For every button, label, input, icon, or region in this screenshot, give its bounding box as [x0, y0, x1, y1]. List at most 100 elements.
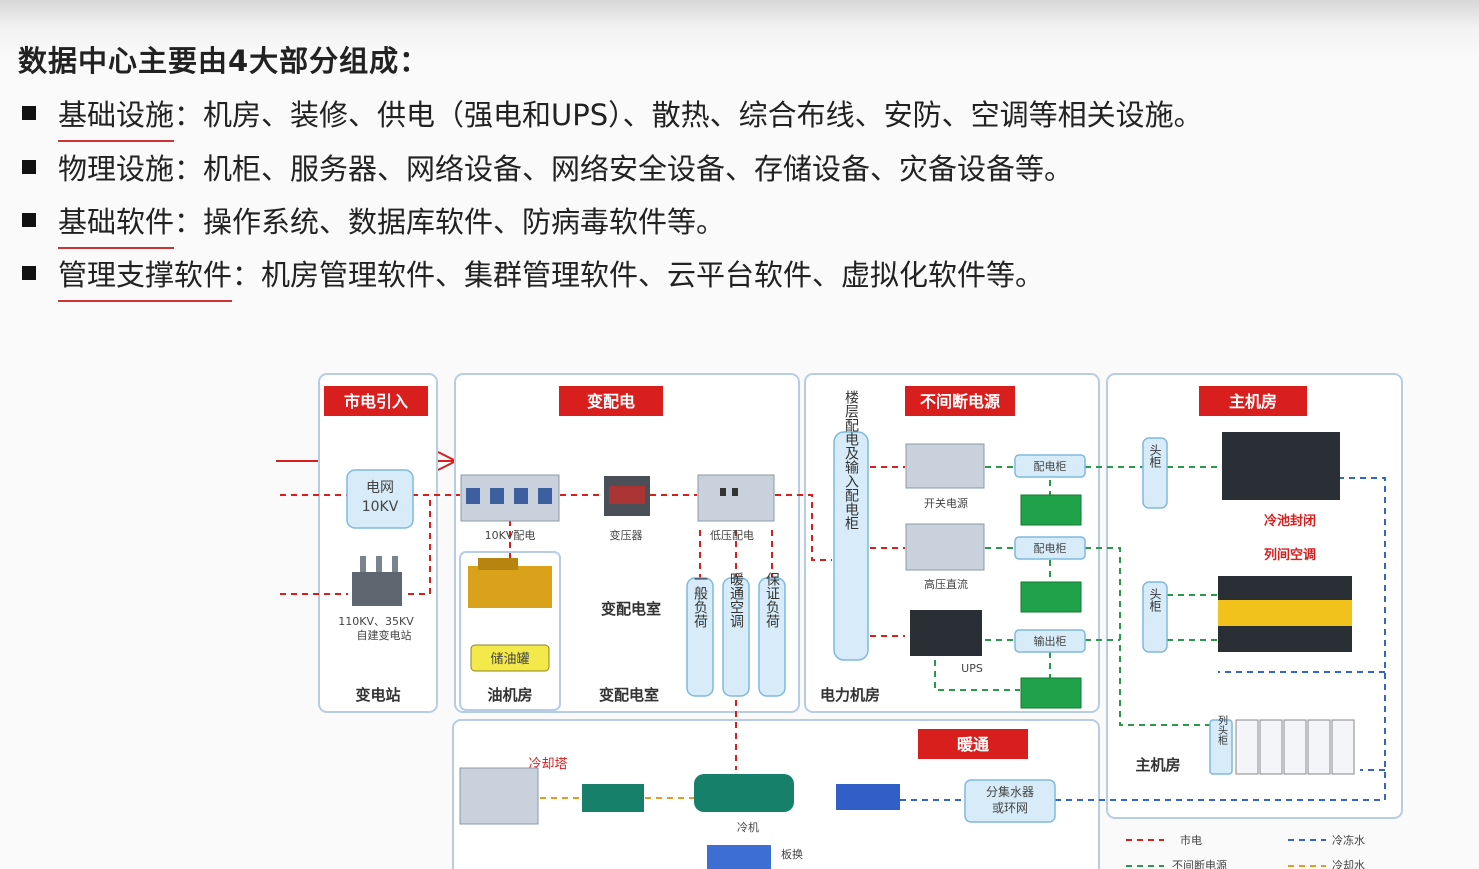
mains-line: [280, 494, 832, 561]
legend-mains: 市电: [1180, 833, 1202, 847]
cabinet-feeds: [870, 466, 905, 637]
dist-room-mid-label: 变配电室: [601, 600, 661, 618]
tag-hvac-text: 暖通: [957, 735, 989, 754]
substation-spec-1: 110KV、35KV: [338, 615, 414, 628]
ups-icon: [910, 610, 982, 656]
substation-label: 变电站: [355, 686, 400, 704]
transformer-icon: [352, 556, 402, 606]
head-cab-2-label: 头柜: [1148, 588, 1162, 612]
load-hvac-box: [722, 577, 750, 697]
chiller-icon: [694, 774, 794, 812]
load-hvac-label: 暖通空调: [728, 572, 744, 628]
hv-dc-icon: [905, 523, 985, 571]
bullet-text: ：机房、装修、供电（强电和UPS）、散热、综合布线、安防、空调等相关设施。: [174, 98, 1203, 132]
floor-cabinet-box: [833, 431, 869, 661]
dist-room-label: 变配电室: [599, 686, 659, 704]
battery-3-icon: [1020, 677, 1082, 709]
grid-label: 电网: [366, 480, 394, 496]
battery-1-icon: [1020, 494, 1082, 526]
tag-hvac: [918, 729, 1028, 759]
dist-cab-1-label: 配电柜: [1034, 460, 1067, 473]
load-guaranteed-label: 保证负荷: [764, 572, 780, 629]
page-heading: 数据中心主要由4大部分组成：: [18, 44, 430, 78]
tag-main-room: [1199, 386, 1307, 416]
row-ac-label: 列间空调: [1264, 547, 1316, 563]
tag-main-room-text: 主机房: [1229, 392, 1277, 411]
bullet-key: 管理支撑软件: [58, 252, 233, 302]
oil-tank-label: 储油罐: [490, 652, 529, 667]
dist-cab-2-label: 配电柜: [1034, 542, 1067, 555]
bullet-physical: 物理设施 ：机柜、服务器、网络设备、网络安全设备、存储设备、灾备设备等。: [22, 146, 1073, 188]
dist-lines: [509, 520, 773, 770]
cabinet-row-icon: [1235, 719, 1355, 775]
substation-line: [280, 495, 431, 595]
low-voltage-label: 低压配电: [710, 529, 754, 542]
bullet-mgmt-software: 管理支撑软件 ：机房管理软件、集群管理软件、云平台软件、虚拟化软件等。: [22, 252, 1045, 302]
output-cab-box: [1014, 629, 1086, 653]
panel-city-power: [318, 373, 438, 713]
load-guaranteed-box: [758, 577, 786, 697]
grid-box: [346, 469, 414, 529]
dist-cab-1-box: [1014, 454, 1086, 478]
water-collector-line2: 或环网: [992, 801, 1028, 815]
power-room-label: 电力机房: [820, 686, 880, 704]
output-cab-label: 输出柜: [1034, 634, 1067, 648]
low-voltage-cabinet-icon: [697, 474, 775, 522]
bullet-text: ：机柜、服务器、网络设备、网络安全设备、存储设备、灾备设备等。: [174, 152, 1074, 186]
plate-exchange-icon: [707, 845, 771, 869]
ups-lines: [985, 466, 1222, 726]
oil-room-box: [459, 551, 561, 711]
water-collector-box: [964, 779, 1056, 823]
head-cab-1-label: 头柜: [1148, 444, 1162, 468]
bullet-text: ：操作系统、数据库软件、防病毒软件等。: [174, 205, 726, 239]
bullet-base-software: 基础软件 ：操作系统、数据库软件、防病毒软件等。: [22, 199, 726, 249]
oil-tank-box: [470, 644, 550, 672]
bullet-infrastructure: 基础设施 ：机房、装修、供电（强电和UPS）、散热、综合布线、安防、空调等相关设…: [22, 92, 1203, 142]
tag-city-power: [324, 386, 428, 416]
substation-spec-2: 自建变电站: [357, 628, 412, 642]
switch-power-icon: [905, 443, 985, 489]
bullet-square-icon: [22, 266, 36, 280]
tag-ups: [905, 386, 1015, 416]
chiller-label: 冷机: [737, 820, 759, 834]
cfg10kv-label: 10KV配电: [485, 529, 536, 542]
switchgear-icon: [460, 474, 560, 522]
tag-distribution: [559, 386, 663, 416]
cold-aisle-label: 冷池封闭: [1264, 513, 1316, 529]
plate-exchange-label: 板换: [781, 847, 803, 861]
grid-voltage: 10KV: [362, 499, 399, 515]
transformer-label: 变压器: [610, 528, 643, 542]
load-general-label: 一般负荷: [692, 572, 708, 629]
floor-cabinet-label: 楼层配电及输入配电柜: [843, 390, 859, 530]
water-collector-line1: 分集水器: [986, 784, 1034, 799]
row-head-label: 列头柜: [1216, 714, 1228, 746]
row-head-box: [1209, 719, 1233, 775]
cooling-tower-icon: [459, 767, 539, 825]
bullet-square-icon: [22, 106, 36, 120]
legend-ups: 不间断电源: [1172, 858, 1227, 869]
legend-cooling: 冷却水: [1332, 859, 1365, 869]
transformer-unit-icon: [604, 476, 650, 516]
battery-2-icon: [1020, 581, 1082, 613]
server-rack-icon: [1222, 432, 1340, 500]
oil-room-label: 油机房: [487, 686, 532, 704]
load-general-box: [686, 577, 714, 697]
hv-dc-label: 高压直流: [924, 577, 968, 591]
bullet-text: ：机房管理软件、集群管理软件、云平台软件、虚拟化软件等。: [232, 258, 1045, 292]
tag-ups-text: 不间断电源: [920, 392, 1000, 411]
legend-chilled: 冷冻水: [1332, 833, 1365, 847]
head-cab-2-box: [1142, 581, 1168, 653]
main-room-label: 主机房: [1135, 756, 1180, 774]
pump-1-icon: [582, 784, 644, 812]
tag-distribution-text: 变配电: [587, 392, 635, 411]
bullet-square-icon: [22, 160, 36, 174]
bullet-key: 物理设施: [58, 152, 175, 186]
pump-2-icon: [836, 784, 900, 810]
bullet-square-icon: [22, 213, 36, 227]
ups-label: UPS: [961, 662, 983, 675]
tag-city-power-text: 市电引入: [344, 392, 408, 411]
row-ac-racks-icon: [1218, 576, 1352, 652]
bullet-key: 基础软件: [58, 199, 175, 249]
dist-cab-2-box: [1014, 536, 1086, 560]
